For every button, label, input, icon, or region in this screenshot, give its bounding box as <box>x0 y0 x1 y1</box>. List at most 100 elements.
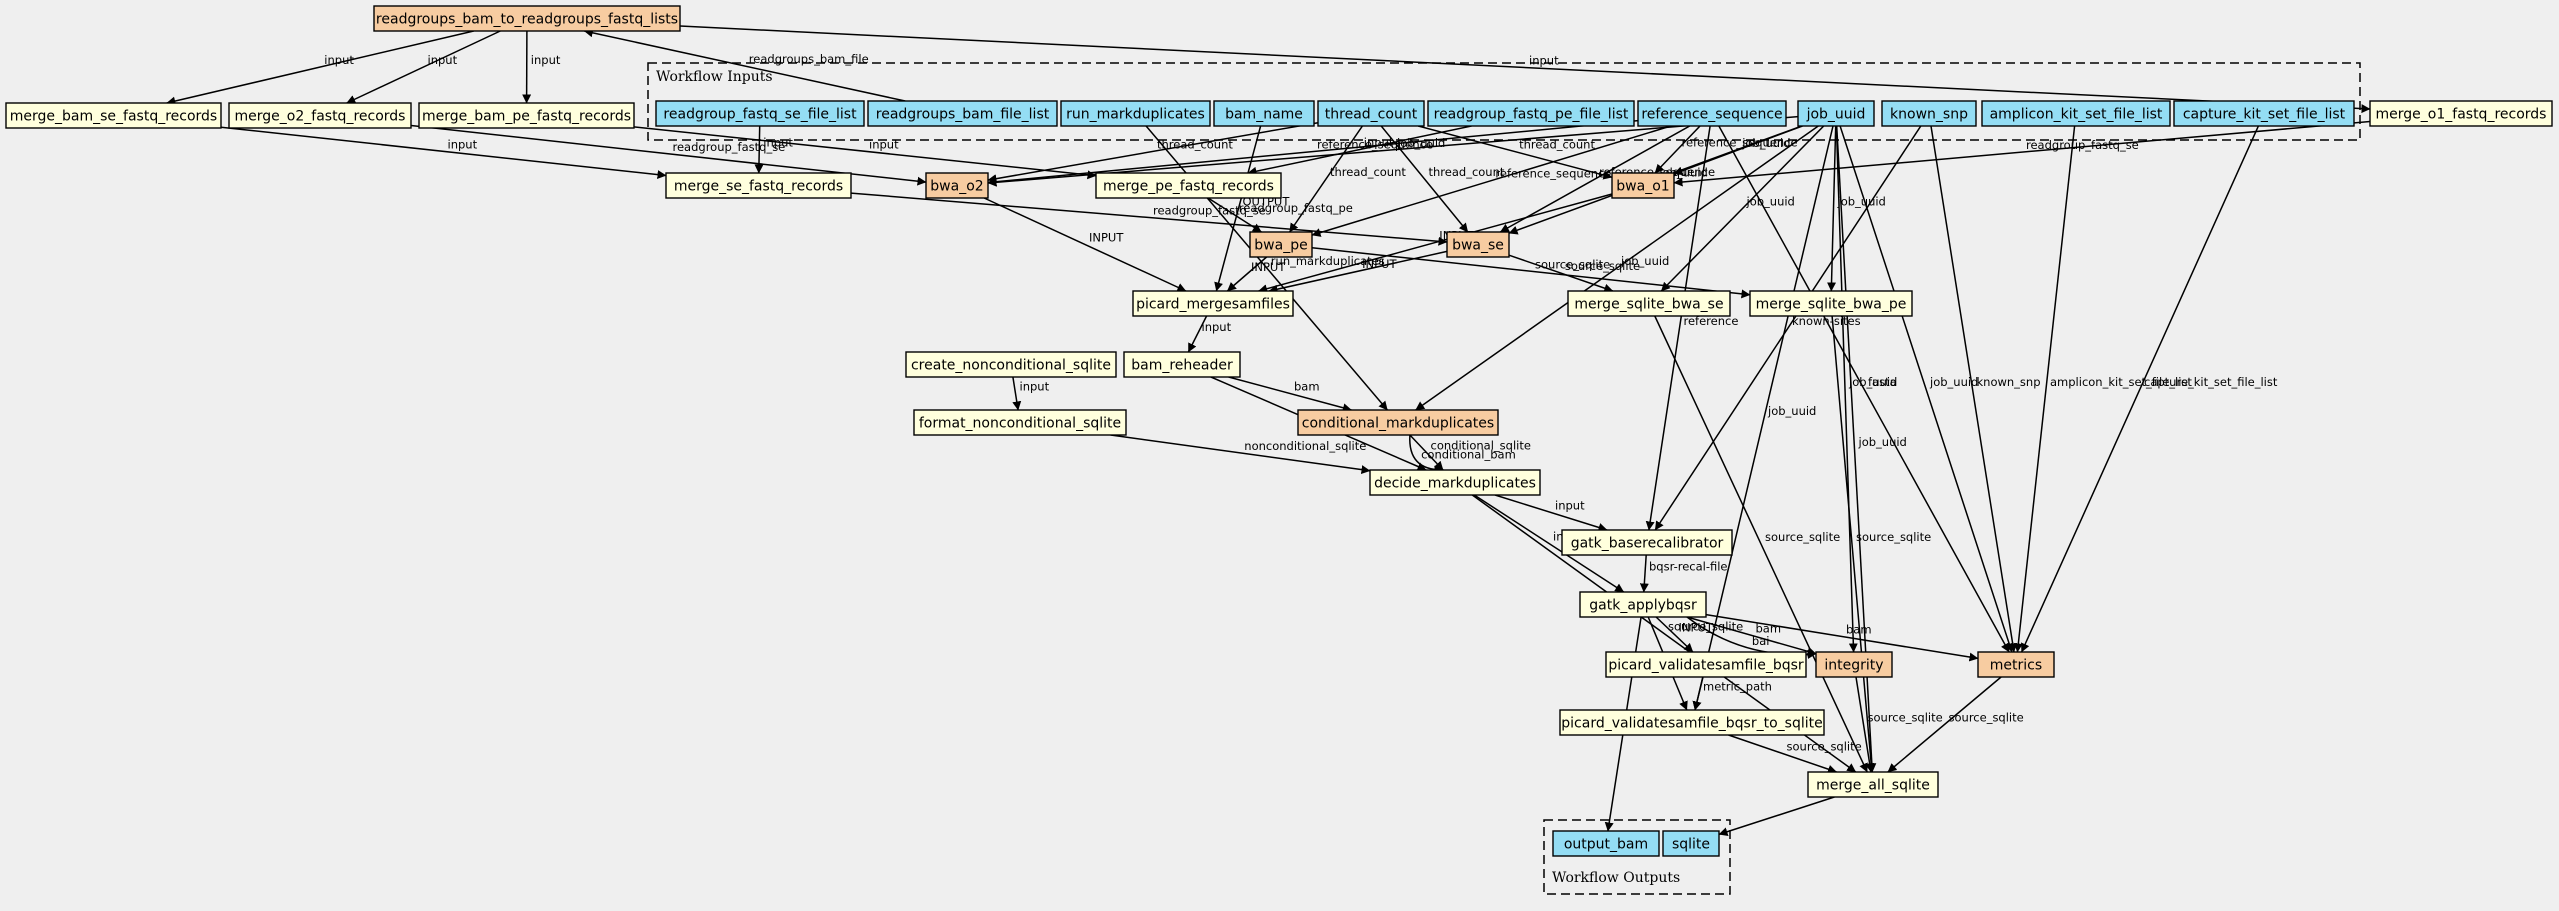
node-label: bwa_o2 <box>930 179 983 195</box>
node-bam-name[interactable]: bam_name <box>1213 100 1315 127</box>
edge-reference-sequence-to-gatk-baserecalibrator <box>1645 125 1711 531</box>
node-merge-o1-fastq-records[interactable]: merge_o1_fastq_records <box>2369 100 2553 127</box>
edge-bam-name-to-picard-mergesamfiles <box>1214 125 1262 292</box>
node-label: picard_validatesamfile_bqsr <box>1608 658 1804 674</box>
edge-create-nonconditional-sqlite-to-format-nonconditional-sqlite <box>1012 376 1022 411</box>
edge-bwa-se-to-merge-sqlite-bwa-se <box>1508 254 1614 293</box>
node-bwa-o2[interactable]: bwa_o2 <box>925 172 989 199</box>
node-label: readgroup_fastq_se_file_list <box>663 107 857 123</box>
node-label: merge_o2_fastq_records <box>235 109 406 125</box>
node-capture-kit-set-file-list[interactable]: capture_kit_set_file_list <box>2173 100 2355 127</box>
node-box <box>1981 100 2171 127</box>
node-box <box>1060 100 1211 127</box>
edge-label-bam: bam <box>1756 621 1782 635</box>
node-format-nonconditional-sqlite[interactable]: format_nonconditional_sqlite <box>913 409 1127 436</box>
node-label: thread_count <box>1325 107 1418 123</box>
edge-label-source-sqlite: source_sqlite <box>1856 530 1931 544</box>
node-box <box>1249 231 1313 258</box>
edge-label-capture-kit-set-file-list: capture_kit_set_file_list <box>2144 375 2278 389</box>
edge-label-reference-sequence: reference_sequence <box>1495 167 1611 181</box>
node-sqlite[interactable]: sqlite <box>1662 830 1720 857</box>
node-label: merge_bam_pe_fastq_records <box>422 109 631 125</box>
node-readgroups-bam-to-readgroups-fastq-lists[interactable]: readgroups_bam_to_readgroups_fastq_lists <box>373 5 681 32</box>
node-box <box>1213 100 1315 127</box>
edge-label-job-uuid: job_uuid <box>1929 375 1978 389</box>
edge-label-input: input <box>448 137 478 151</box>
node-label: picard_validatesamfile_bqsr_to_sqlite <box>1561 716 1822 732</box>
node-merge-sqlite-bwa-se[interactable]: merge_sqlite_bwa_se <box>1567 290 1731 317</box>
edge-merge-sqlite-bwa-pe-to-merge-all-sqlite <box>1831 315 1876 773</box>
edge-job-uuid-to-conditional-markduplicates <box>1415 125 1819 411</box>
edge-label-job-uuid: job_uuid <box>1767 404 1816 418</box>
node-box <box>1317 100 1425 127</box>
node-box <box>1579 591 1707 618</box>
node-merge-all-sqlite[interactable]: merge_all_sqlite <box>1807 771 1939 798</box>
edge-label-readgroup-fastq-pe: readgroup_fastq_pe <box>1239 201 1353 215</box>
node-box <box>1123 351 1241 378</box>
node-picard-mergesamfiles[interactable]: picard_mergesamfiles <box>1132 290 1294 317</box>
edge-merge-bam-se-fastq-records-to-merge-se-fastq-records <box>220 126 667 180</box>
edge-readgroups-bam-file-list-to-readgroups-bam-to-readgroups-fastq-lists <box>583 28 906 102</box>
node-bam-reheader[interactable]: bam_reheader <box>1123 351 1241 378</box>
node-readgroup-fastq-se-file-list[interactable]: readgroup_fastq_se_file_list <box>655 100 865 127</box>
edge-run-markduplicates-to-conditional-markduplicates <box>1145 125 1388 411</box>
node-label: sqlite <box>1672 837 1710 853</box>
node-metrics[interactable]: metrics <box>1977 651 2055 678</box>
edge-readgroups-bam-to-readgroups-fastq-lists-to-merge-o1-fastq-records <box>679 25 2371 114</box>
edge-amplicon-kit-set-file-list-to-metrics <box>2013 125 2076 653</box>
edge-label-input: input <box>1529 54 1559 68</box>
edge-bwa-o2-to-picard-mergesamfiles <box>983 197 1187 292</box>
node-merge-pe-fastq-records[interactable]: merge_pe_fastq_records <box>1095 172 1282 199</box>
node-readgroup-fastq-pe-file-list[interactable]: readgroup_fastq_pe_file_list <box>1427 100 1635 127</box>
edge-label-thread-count: thread_count <box>1157 137 1233 151</box>
node-gatk-applybqsr[interactable]: gatk_applybqsr <box>1579 591 1707 618</box>
node-merge-bam-pe-fastq-records[interactable]: merge_bam_pe_fastq_records <box>418 102 635 129</box>
edge-label-bai: bai <box>1752 634 1770 648</box>
node-box <box>1559 709 1825 736</box>
node-merge-se-fastq-records[interactable]: merge_se_fastq_records <box>665 172 852 199</box>
node-box <box>665 172 852 199</box>
edge-readgroup-fastq-pe-file-list-to-merge-pe-fastq-records <box>1247 125 1472 176</box>
node-decide-markduplicates[interactable]: decide_markduplicates <box>1369 469 1541 496</box>
node-merge-o2-fastq-records[interactable]: merge_o2_fastq_records <box>228 102 412 129</box>
edge-bwa-pe-to-picard-mergesamfiles <box>1226 256 1268 292</box>
node-known-snp[interactable]: known_snp <box>1881 100 1977 127</box>
edge-label-known-snp: known_snp <box>1977 375 2041 389</box>
node-reference-sequence[interactable]: reference_sequence <box>1637 100 1787 127</box>
edge-label-input: input <box>531 53 561 67</box>
node-run-markduplicates[interactable]: run_markduplicates <box>1060 100 1211 127</box>
node-create-nonconditional-sqlite[interactable]: create_nonconditional_sqlite <box>905 351 1117 378</box>
node-label: gatk_applybqsr <box>1589 598 1697 614</box>
node-box <box>1132 290 1294 317</box>
edge-label-job-uuid: job_uuid <box>1746 195 1795 209</box>
node-picard-validatesamfile-bqsr-to-sqlite[interactable]: picard_validatesamfile_bqsr_to_sqlite <box>1559 709 1825 736</box>
node-label: metrics <box>1990 658 2042 674</box>
edge-label-job-uuid: job_uuid <box>1858 435 1907 449</box>
node-amplicon-kit-set-file-list[interactable]: amplicon_kit_set_file_list <box>1981 100 2171 127</box>
node-bwa-se[interactable]: bwa_se <box>1446 231 1510 258</box>
node-box <box>913 409 1127 436</box>
node-label: bwa_o1 <box>1616 179 1669 195</box>
node-readgroups-bam-file-list[interactable]: readgroups_bam_file_list <box>867 100 1058 127</box>
edge-job-uuid-to-picard-validatesamfile-bqsr-to-sqlite <box>1692 125 1834 711</box>
node-integrity[interactable]: integrity <box>1815 651 1893 678</box>
node-gatk-baserecalibrator[interactable]: gatk_baserecalibrator <box>1561 529 1733 556</box>
node-bwa-pe[interactable]: bwa_pe <box>1249 231 1313 258</box>
node-box <box>1427 100 1635 127</box>
node-box <box>2173 100 2355 127</box>
node-label: decide_markduplicates <box>1374 476 1536 492</box>
edge-thread-count-to-bwa-se <box>1380 125 1469 233</box>
node-box <box>1637 100 1787 127</box>
edge-gatk-applybqsr-to-picard-validatesamfile-bqsr <box>1655 616 1694 653</box>
node-bwa-o1[interactable]: bwa_o1 <box>1611 172 1675 199</box>
edge-thread-count-to-bwa-pe <box>1288 125 1364 233</box>
node-merge-bam-se-fastq-records[interactable]: merge_bam_se_fastq_records <box>5 102 222 129</box>
node-output-bam[interactable]: output_bam <box>1552 830 1660 857</box>
edge-decide-markduplicates-to-gatk-applybqsr <box>1473 494 1625 593</box>
node-merge-sqlite-bwa-pe[interactable]: merge_sqlite_bwa_pe <box>1749 290 1913 317</box>
node-job-uuid[interactable]: job_uuid <box>1797 100 1875 127</box>
node-conditional-markduplicates[interactable]: conditional_markduplicates <box>1297 409 1499 436</box>
node-thread-count[interactable]: thread_count <box>1317 100 1425 127</box>
node-picard-validatesamfile-bqsr[interactable]: picard_validatesamfile_bqsr <box>1605 651 1807 678</box>
edge-readgroups-bam-to-readgroups-fastq-lists-to-merge-o2-fastq-records <box>346 30 501 104</box>
